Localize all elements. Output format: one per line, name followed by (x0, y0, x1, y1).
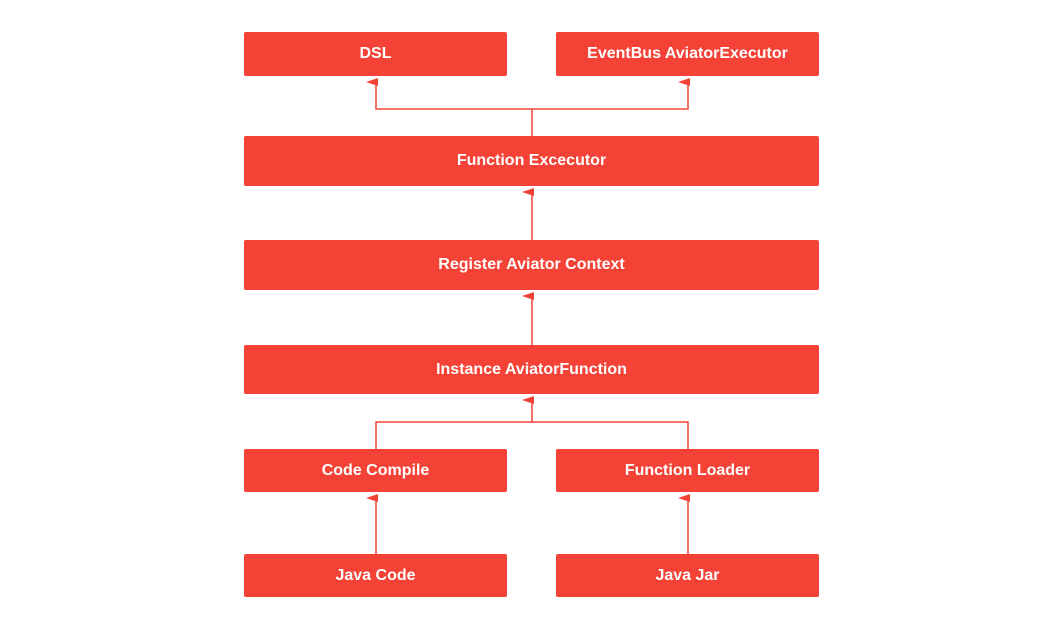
node-dsl: DSL (244, 32, 507, 76)
edge-code-compile-to-instance-function (375, 396, 534, 449)
node-code-compile: Code Compile (244, 449, 507, 492)
node-java-jar: Java Jar (556, 554, 819, 597)
node-instance-aviator-function: Instance AviatorFunction (244, 345, 819, 394)
edge-function-executor-to-eventbus (532, 78, 690, 110)
node-register-aviator-context: Register Aviator Context (244, 240, 819, 290)
node-java-code: Java Code (244, 554, 507, 597)
node-eventbus-aviator-executor: EventBus AviatorExecutor (556, 32, 819, 76)
node-function-loader: Function Loader (556, 449, 819, 492)
edge-function-loader-to-instance-function (532, 421, 689, 449)
edge-function-executor-to-dsl (366, 78, 533, 136)
node-function-executor: Function Excecutor (244, 136, 819, 186)
